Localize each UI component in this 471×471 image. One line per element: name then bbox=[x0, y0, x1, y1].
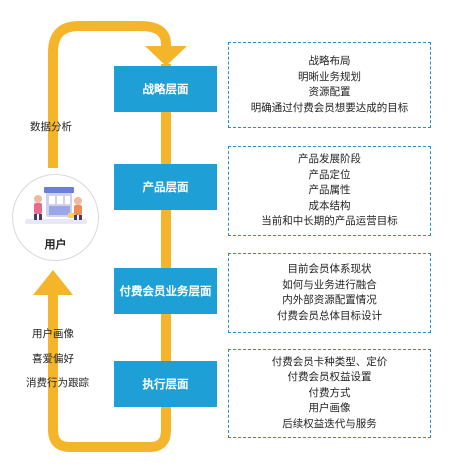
layer-product: 产品层面 bbox=[114, 164, 217, 210]
detail-item: 后续权益迭代与服务 bbox=[282, 417, 377, 430]
layer-strategy: 战略层面 bbox=[114, 66, 217, 112]
shopping-user-icon bbox=[25, 187, 87, 224]
user-label: 用户 bbox=[44, 238, 67, 251]
detail-item: 明确通过付费会员想要达成的目标 bbox=[250, 101, 409, 114]
detail-item: 付费会员权益设置 bbox=[287, 371, 372, 384]
user-circle: 用户 bbox=[12, 174, 99, 261]
detail-item: 目前会员体系现状 bbox=[287, 263, 372, 275]
detail-item: 明晰业务规划 bbox=[298, 70, 361, 83]
detail-item: 当前和中长期的产品运营目标 bbox=[261, 215, 398, 228]
detail-item: 产品定位 bbox=[308, 168, 351, 181]
detail-item: 产品发展阶段 bbox=[298, 153, 361, 166]
center-trunk bbox=[161, 64, 171, 432]
layer-paid-membership-business: 付费会员业务层面 bbox=[114, 268, 217, 314]
consumption-tracking-label: 消费行为跟踪 bbox=[26, 377, 89, 389]
detail-item: 战略布局 bbox=[308, 55, 351, 67]
detail-item: 付费会员总体目标设计 bbox=[277, 309, 382, 322]
detail-item: 产品属性 bbox=[308, 184, 351, 197]
detail-box-strategy: 战略布局 明晰业务规划 资源配置 明确通过付费会员想要达成的目标 bbox=[228, 42, 431, 128]
data-analysis-label: 数据分析 bbox=[30, 121, 72, 133]
detail-box-execution: 付费会员卡种类型、定价 付费会员权益设置 付费方式 用户画像 后续权益迭代与服务 bbox=[228, 349, 431, 438]
up-arrowhead bbox=[33, 270, 73, 295]
user-persona-label: 用户画像 bbox=[32, 328, 74, 340]
top-arrowhead bbox=[145, 46, 187, 66]
detail-box-product: 产品发展阶段 产品定位 产品属性 成本结构 当前和中长期的产品运营目标 bbox=[228, 146, 431, 236]
layer-execution: 执行层面 bbox=[114, 361, 217, 407]
detail-item: 内外部资源配置情况 bbox=[282, 294, 377, 306]
detail-item: 成本结构 bbox=[308, 199, 351, 212]
detail-item: 付费方式 bbox=[308, 386, 351, 399]
top-loop-arrow bbox=[48, 21, 171, 168]
bottom-loop-arrow bbox=[48, 292, 171, 452]
detail-item: 资源配置 bbox=[308, 86, 351, 98]
detail-item: 付费会员卡种类型、定价 bbox=[271, 355, 388, 368]
preference-label: 喜爱偏好 bbox=[32, 353, 74, 365]
detail-item: 如何与业务进行融合 bbox=[282, 278, 377, 291]
detail-item: 用户画像 bbox=[308, 402, 351, 415]
detail-box-paid-membership: 目前会员体系现状 如何与业务进行融合 内外部资源配置情况 付费会员总体目标设计 bbox=[228, 253, 431, 333]
